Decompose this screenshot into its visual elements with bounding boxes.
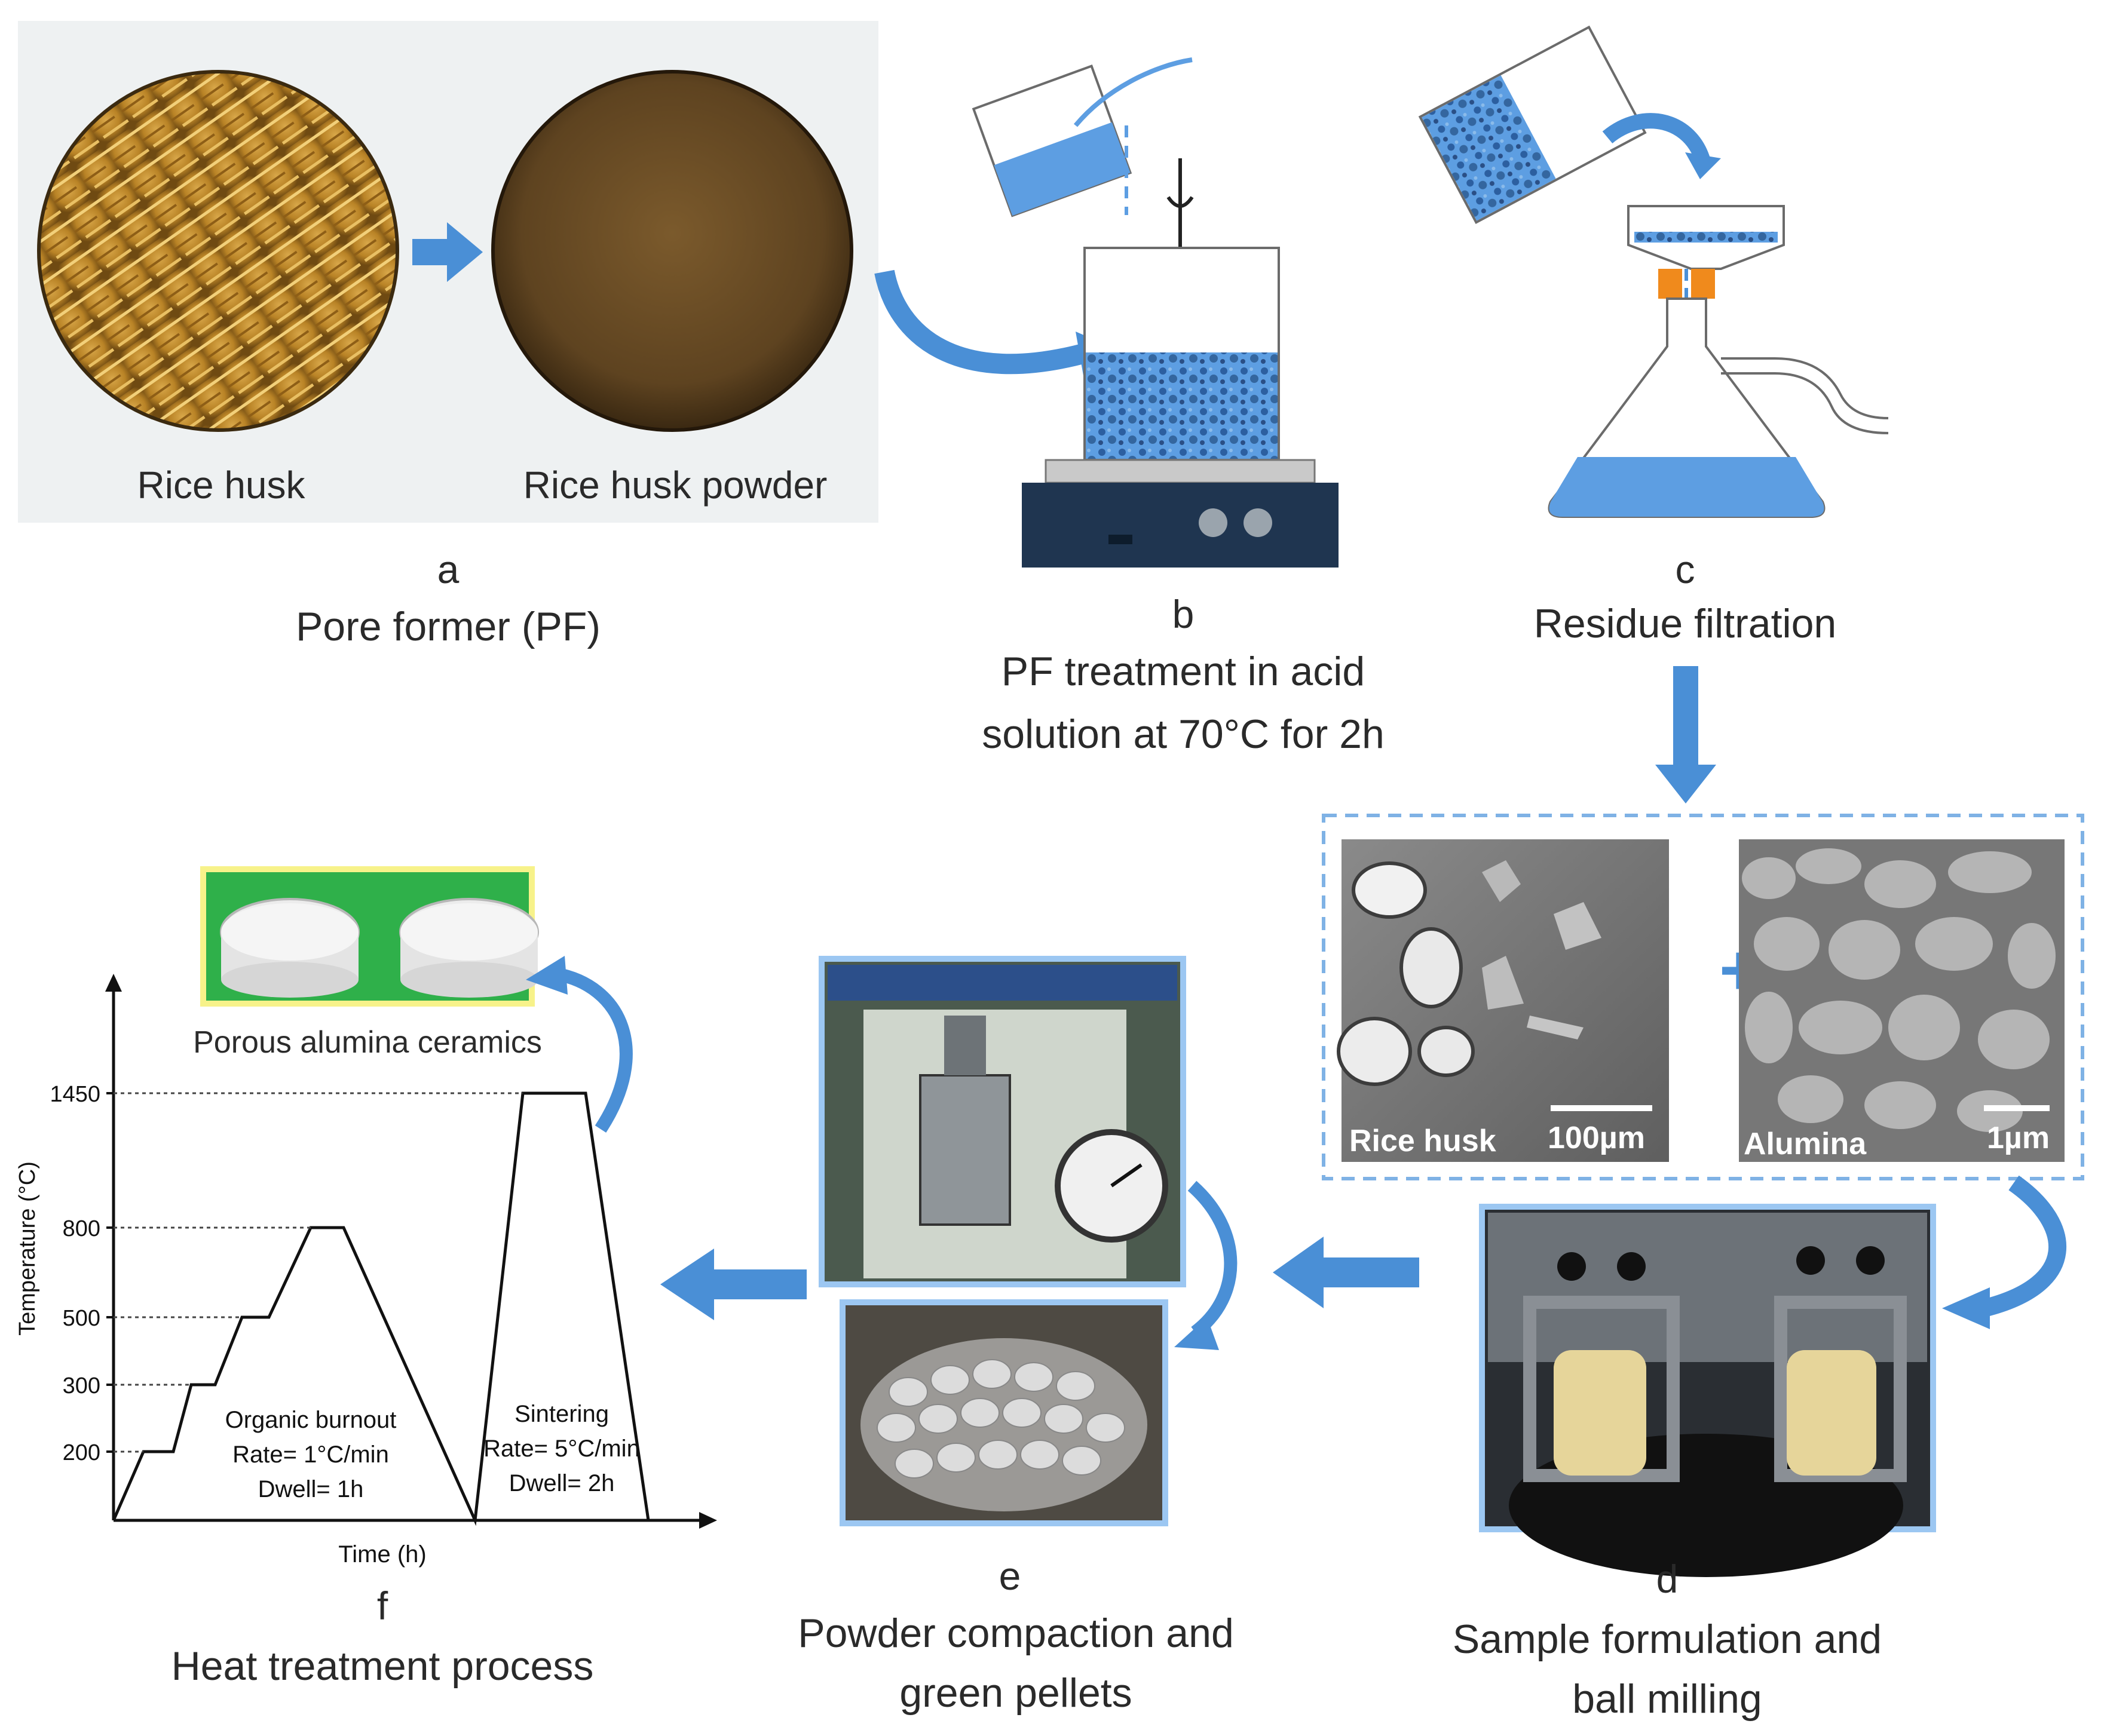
rice-husk-label: Rice husk [137, 464, 305, 507]
panel-e [819, 956, 1238, 1526]
panel-d-title-line2: ball milling [1572, 1676, 1762, 1722]
panel-b-title-line1: PF treatment in acid [1001, 649, 1365, 694]
pouring-flask-icon [1418, 25, 1647, 224]
knob-icon [1199, 508, 1227, 537]
sem-rice-husk-label: Rice husk [1349, 1124, 1496, 1158]
annotation-sintering-line-0: Sintering [514, 1401, 609, 1427]
die-cylinder [919, 1074, 1011, 1226]
annotation-organic-burnout-line-1: Rate= 1°C/min [232, 1441, 389, 1468]
panel-c-title: Residue filtration [1533, 601, 1837, 646]
panel-b-letter: b [1172, 592, 1195, 636]
sem-alumina-grains [1742, 848, 2056, 1132]
panel-f-title: Heat treatment process [171, 1643, 594, 1689]
sem-rice-husk-scale: 100µm [1548, 1121, 1645, 1155]
tick-label-1450: 1450 [50, 1082, 100, 1107]
stopper-left [1658, 269, 1682, 299]
annotation-organic-burnout-line-0: Organic burnout [225, 1407, 397, 1433]
annotation-sintering-line-2: Dwell= 2h [509, 1470, 615, 1496]
hot-plate-stirrer [1022, 483, 1339, 568]
panel-a-letter: a [437, 547, 460, 591]
panel-b-title-line2: solution at 70°C for 2h [982, 711, 1385, 757]
curved-arrow-a-to-b [874, 269, 1091, 375]
panel-b [972, 57, 1339, 568]
tick-label-800: 800 [63, 1216, 100, 1241]
y-axis-label: Temperature (°C) [15, 1161, 40, 1336]
curved-arrow-sem-to-mill [1942, 1287, 1990, 1329]
knob-icon-2 [1244, 508, 1272, 537]
panel-e-title-line1: Powder compaction and [798, 1611, 1234, 1656]
stopper-right [1691, 269, 1715, 299]
sem-alumina-label: Alumina [1744, 1127, 1867, 1161]
panel-a-title: Pore former (PF) [295, 604, 601, 649]
sem-alumina-scale: 1µm [1987, 1121, 2050, 1155]
rice-husk-image [37, 70, 399, 432]
tick-label-300: 300 [63, 1373, 100, 1398]
panel-d-letter: d [1656, 1557, 1679, 1601]
y-axis-arrow-icon [105, 974, 122, 992]
arrow-left-icon [1273, 1237, 1419, 1308]
pouring-beaker-icon [972, 65, 1132, 217]
annotation-sintering-line-1: Rate= 5°C/min [483, 1436, 640, 1462]
tick-label-200: 200 [63, 1440, 100, 1465]
arrow-left-icon-2 [660, 1249, 807, 1320]
panel-c-letter: c [1675, 547, 1695, 591]
panel-a [18, 21, 878, 523]
arrow-right-icon [412, 222, 483, 282]
hot-plate-top [1045, 459, 1316, 484]
jar-right [1787, 1350, 1876, 1476]
panel-c [1418, 25, 1889, 518]
rice-husk-powder-label: Rice husk powder [523, 464, 828, 507]
porous-alumina-ceramics-label: Porous alumina ceramics [193, 1025, 542, 1060]
x-axis-label: Time (h) [338, 1541, 426, 1568]
panel-d-title-line1: Sample formulation and [1452, 1617, 1882, 1662]
x-axis-arrow-icon [699, 1512, 717, 1529]
temperature-profile-line [112, 1091, 650, 1526]
annotation-organic-burnout-line-2: Dwell= 1h [258, 1476, 364, 1502]
green-pellets [877, 1359, 1125, 1479]
arrow-down-icon [1655, 666, 1716, 803]
acid-solution [1086, 352, 1278, 459]
rice-husk-powder-image [491, 70, 853, 432]
tick-label-500: 500 [63, 1306, 100, 1331]
panel-e-title-line2: green pellets [899, 1670, 1132, 1716]
panel-e-letter: e [999, 1554, 1021, 1598]
panel-d-sem: + [1322, 814, 2084, 1180]
panel-d-ball-mill [1479, 1204, 1936, 1577]
jar-left [1554, 1350, 1646, 1476]
panel-f-letter: f [376, 1584, 388, 1628]
